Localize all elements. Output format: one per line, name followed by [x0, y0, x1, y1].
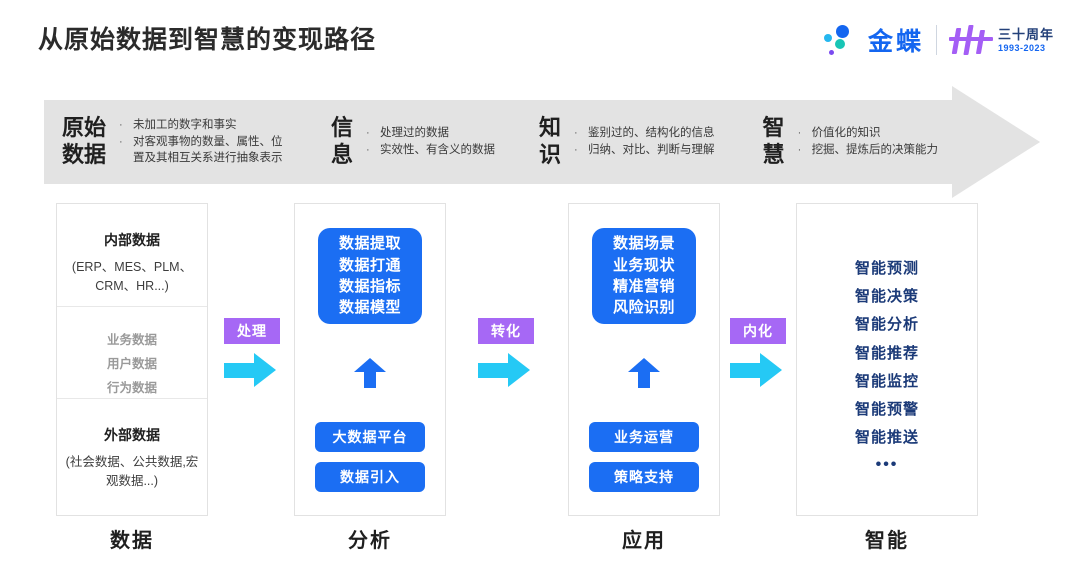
external-data-section: 外部数据 (社会数据、公共数据,宏观数据...) [65, 427, 199, 489]
bullet-dot-icon: · [366, 144, 370, 156]
connector-label: 内化 [730, 318, 786, 344]
connector-transformation: 转化 [478, 318, 534, 387]
column-footer-application: 应用 [622, 530, 666, 552]
list-item: 业务数据 [106, 333, 157, 347]
banner-bullet: · 实效性、有含义的数据 [366, 142, 495, 159]
page-title: 从原始数据到智慧的变现路径 [38, 26, 377, 54]
up-arrow-icon [628, 358, 660, 388]
right-arrow-icon [478, 353, 534, 387]
anniversary-mark-icon [948, 23, 993, 57]
banner-bullet: · 鉴别过的、结构化的信息 [574, 125, 715, 142]
banner-segment-bullets: · 未加工的数字和事实 · 对客观事物的数量、属性、位置及其相互关系进行抽象表示 [119, 117, 283, 167]
column-footer-intelligence: 智能 [865, 530, 909, 552]
banner-segment-title: 原始 数据 [62, 115, 107, 167]
column-footer-analysis: 分析 [348, 530, 392, 552]
banner-segment-data: 原始 数据 · 未加工的数字和事实 · 对客观事物的数量、属性、位置及其相互关系… [62, 100, 283, 184]
anniversary-badge: 三十周年 1993-2023 [948, 23, 1054, 57]
kingdee-logo: 金蝶 三十周年 1993-2023 [822, 21, 1054, 59]
banner-bullet: · 未加工的数字和事实 [119, 117, 283, 134]
banner-segment-title: 智 慧 [762, 115, 785, 167]
connector-label: 处理 [224, 318, 280, 344]
column-card-intelligence [796, 203, 978, 516]
application-capability-box: 数据场景 业务现状 精准营销 风险识别 [592, 228, 696, 324]
column-card-data: 内部数据 (ERP、MES、PLM、CRM、HR...) 业务数据 用户数据 行… [56, 203, 208, 516]
list-item: 智能监控 [854, 372, 919, 390]
right-arrow-icon [730, 353, 786, 387]
banner-bullet: · 挖掘、提炼后的决策能力 [798, 142, 939, 159]
banner-segment-bullets: · 处理过的数据 · 实效性、有含义的数据 [366, 125, 495, 159]
banner-bullet: · 对客观事物的数量、属性、位置及其相互关系进行抽象表示 [119, 135, 283, 165]
dikw-banner-content: 原始 数据 · 未加工的数字和事实 · 对客观事物的数量、属性、位置及其相互关系… [44, 100, 1040, 184]
logo-brand-text: 金蝶 [867, 28, 924, 56]
data-types-section: 业务数据 用户数据 行为数据 [57, 307, 207, 399]
banner-segment-title: 信 息 [331, 115, 354, 167]
banner-bullet: · 归纳、对比、判断与理解 [574, 142, 715, 159]
up-arrow-icon [354, 358, 386, 388]
list-item: 智能推荐 [854, 344, 919, 362]
bullet-dot-icon: · [574, 127, 578, 140]
banner-segment-information: 信 息 · 处理过的数据 · 实效性、有含义的数据 [331, 100, 495, 184]
column-footer-data: 数据 [110, 530, 154, 552]
bullet-dot-icon: · [119, 135, 123, 148]
banner-segment-wisdom: 智 慧 · 价值化的知识 · 挖掘、提炼后的决策能力 [763, 100, 939, 184]
banner-bullet: · 处理过的数据 [366, 125, 495, 142]
list-item: 用户数据 [106, 356, 157, 371]
analysis-pill-platform[interactable]: 大数据平台 [315, 422, 425, 452]
banner-segment-bullets: · 鉴别过的、结构化的信息 · 归纳、对比、判断与理解 [574, 125, 715, 159]
banner-segment-knowledge: 知 识 · 鉴别过的、结构化的信息 · 归纳、对比、判断与理解 [539, 100, 715, 184]
ellipsis-indicator: ••• [875, 456, 899, 474]
connector-internalization: 内化 [730, 318, 786, 387]
bullet-dot-icon: · [574, 144, 578, 156]
anniversary-label: 三十周年 [997, 26, 1054, 42]
connector-processing: 处理 [224, 318, 280, 387]
banner-segment-title: 知 识 [539, 115, 562, 167]
list-item: 行为数据 [106, 380, 157, 395]
dikw-banner-body [44, 100, 1040, 184]
anniversary-years: 1993-2023 [997, 42, 1046, 53]
analysis-capability-box: 数据提取 数据打通 数据指标 数据模型 [318, 228, 422, 324]
application-pill-strategy[interactable]: 策略支持 [589, 462, 699, 492]
bullet-dot-icon: · [119, 118, 123, 131]
internal-data-section: 内部数据 (ERP、MES、PLM、CRM、HR...) [57, 204, 207, 307]
banner-segment-bullets: · 价值化的知识 · 挖掘、提炼后的决策能力 [798, 125, 939, 159]
list-item: 智能预测 [854, 260, 919, 277]
list-item: 智能预警 [854, 400, 919, 418]
list-item: 智能推送 [854, 429, 919, 447]
bullet-dot-icon: · [797, 127, 802, 140]
logo-dots-icon [822, 23, 856, 57]
list-item: 智能分析 [854, 316, 919, 334]
intelligence-capability-list: 智能预测 智能决策 智能分析 智能推荐 智能监控 智能预警 智能推送 ••• [796, 255, 978, 478]
list-item: 智能决策 [854, 288, 919, 306]
right-arrow-icon [224, 353, 280, 387]
bullet-dot-icon: · [797, 144, 802, 156]
analysis-pill-ingestion[interactable]: 数据引入 [315, 462, 425, 492]
connector-label: 转化 [478, 318, 534, 344]
bullet-dot-icon: · [366, 127, 370, 140]
banner-bullet: · 价值化的知识 [798, 125, 939, 142]
application-pill-operations[interactable]: 业务运营 [589, 422, 699, 452]
dikw-banner-arrowhead [952, 86, 1040, 198]
logo-divider [935, 25, 937, 55]
